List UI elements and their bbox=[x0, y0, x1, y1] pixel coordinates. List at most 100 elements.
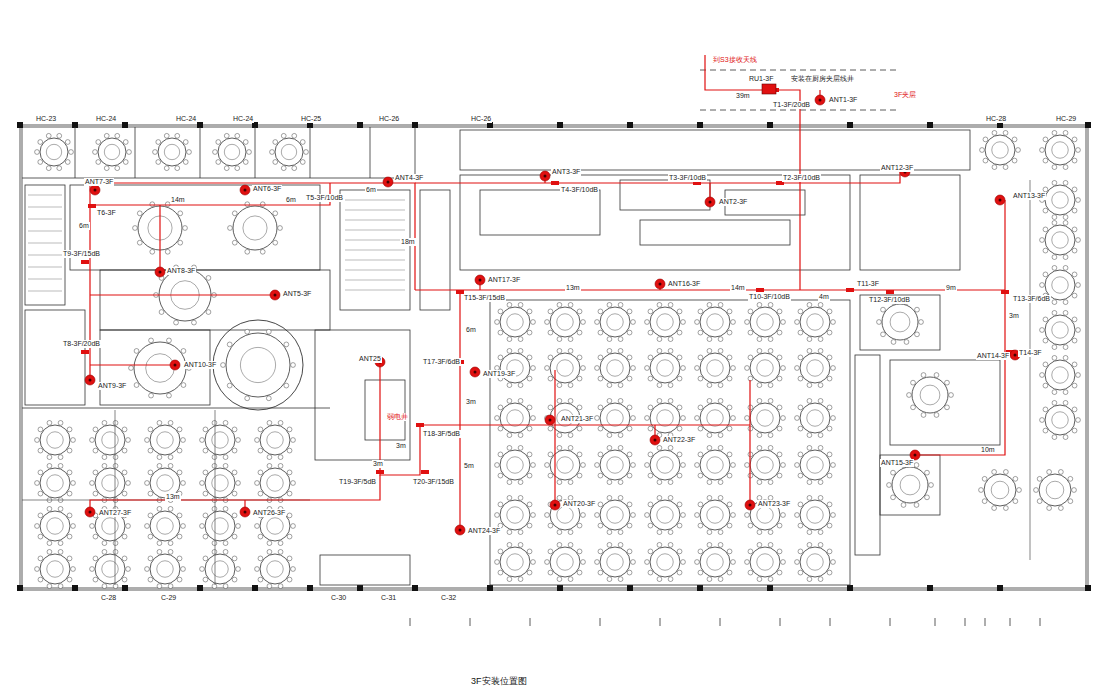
chair bbox=[807, 577, 812, 582]
chair bbox=[113, 420, 118, 425]
table-turntable bbox=[157, 561, 174, 578]
chair bbox=[65, 140, 70, 145]
chair bbox=[518, 445, 523, 450]
table-turntable bbox=[991, 481, 1009, 499]
chair bbox=[518, 433, 523, 438]
chair bbox=[192, 320, 197, 325]
chair bbox=[168, 506, 173, 511]
chair bbox=[798, 376, 803, 381]
chair bbox=[157, 541, 162, 546]
chair bbox=[668, 348, 673, 353]
chair bbox=[507, 445, 512, 450]
chair bbox=[1040, 418, 1045, 423]
coax-cable bbox=[380, 362, 420, 475]
chair bbox=[745, 416, 750, 421]
chair bbox=[727, 473, 732, 478]
chair bbox=[631, 560, 636, 565]
chair bbox=[267, 455, 272, 460]
structural-column bbox=[927, 585, 933, 591]
antenna-symbol bbox=[540, 171, 550, 181]
chair bbox=[598, 452, 603, 457]
annotation-label: ANT27-3F bbox=[98, 509, 132, 517]
chair bbox=[777, 452, 782, 457]
chair bbox=[698, 570, 703, 575]
annotation-label: 3m bbox=[395, 442, 407, 450]
round-table bbox=[260, 468, 290, 498]
chair bbox=[122, 556, 127, 561]
chair bbox=[607, 337, 612, 342]
chair bbox=[1063, 345, 1068, 350]
chair bbox=[695, 513, 700, 518]
chair bbox=[137, 240, 142, 245]
annotation-label: ANT26-3F bbox=[252, 509, 286, 517]
round-table bbox=[882, 304, 918, 340]
chair bbox=[648, 549, 653, 554]
chair bbox=[35, 438, 40, 443]
chair bbox=[38, 556, 43, 561]
chair bbox=[126, 481, 131, 486]
chair bbox=[133, 226, 138, 231]
round-table bbox=[1045, 315, 1075, 345]
chair bbox=[768, 530, 773, 535]
chair bbox=[260, 202, 265, 207]
chair bbox=[757, 530, 762, 535]
chair bbox=[38, 470, 43, 475]
chair bbox=[581, 366, 586, 371]
chair bbox=[818, 383, 823, 388]
room-wall bbox=[370, 127, 371, 178]
chair bbox=[273, 240, 278, 245]
annotation-label: 6m bbox=[365, 186, 377, 194]
chair bbox=[498, 330, 503, 335]
chair bbox=[818, 302, 823, 307]
chair bbox=[557, 542, 562, 547]
chair bbox=[598, 376, 603, 381]
annotation-label: HC-24 bbox=[232, 115, 254, 123]
chair bbox=[531, 463, 536, 468]
stair-step bbox=[28, 279, 62, 280]
chair bbox=[1068, 499, 1073, 504]
chair bbox=[232, 448, 237, 453]
round-table bbox=[95, 554, 125, 584]
chair bbox=[695, 366, 700, 371]
table-turntable bbox=[164, 144, 179, 159]
chair bbox=[827, 309, 832, 314]
chair bbox=[577, 376, 582, 381]
table-turntable bbox=[267, 518, 284, 535]
table-turntable bbox=[557, 457, 574, 474]
chair bbox=[203, 577, 208, 582]
chair bbox=[627, 473, 632, 478]
annotation-label: 5m bbox=[463, 462, 475, 470]
chair bbox=[657, 530, 662, 535]
chair bbox=[292, 166, 297, 171]
chair bbox=[777, 355, 782, 360]
chair bbox=[1043, 317, 1048, 322]
chair bbox=[90, 567, 95, 572]
chair bbox=[200, 524, 205, 529]
chair bbox=[648, 309, 653, 314]
chair bbox=[181, 438, 186, 443]
chair bbox=[818, 433, 823, 438]
chair bbox=[548, 549, 553, 554]
table-turntable bbox=[102, 432, 119, 449]
round-table bbox=[500, 353, 530, 383]
chair bbox=[174, 320, 179, 325]
chair bbox=[93, 427, 98, 432]
chair bbox=[150, 249, 155, 254]
chair bbox=[498, 473, 503, 478]
table-turntable bbox=[607, 410, 624, 427]
antenna-symbol bbox=[155, 267, 165, 277]
round-table bbox=[600, 403, 630, 433]
chair bbox=[1052, 180, 1057, 185]
chair bbox=[498, 452, 503, 457]
chair bbox=[232, 556, 237, 561]
chair bbox=[35, 481, 40, 486]
chair bbox=[1052, 215, 1057, 220]
chair bbox=[527, 376, 532, 381]
chair bbox=[645, 366, 650, 371]
chair bbox=[284, 383, 289, 388]
chair bbox=[581, 513, 586, 518]
chair bbox=[495, 560, 500, 565]
chair bbox=[631, 366, 636, 371]
chair bbox=[122, 448, 127, 453]
